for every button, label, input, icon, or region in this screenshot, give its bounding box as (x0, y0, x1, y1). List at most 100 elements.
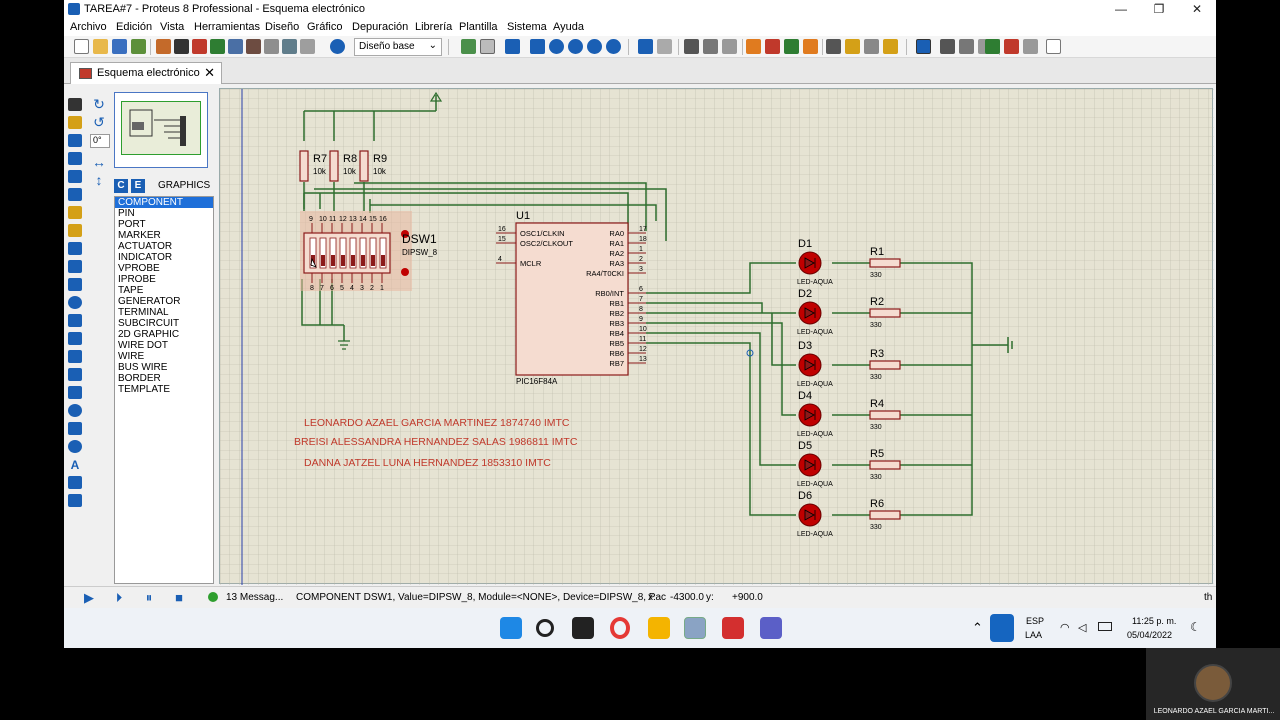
block-delete-icon[interactable] (803, 39, 818, 54)
mode-item-tape[interactable]: TAPE (118, 285, 144, 296)
battery-icon[interactable] (1098, 622, 1112, 631)
gerber-icon[interactable] (210, 39, 225, 54)
source-code-icon[interactable] (264, 39, 279, 54)
save-icon[interactable] (112, 39, 127, 54)
arc-icon[interactable] (68, 422, 82, 435)
mode-item-generator[interactable]: GENERATOR (118, 296, 181, 307)
schematic-icon[interactable] (174, 39, 189, 54)
close-button[interactable]: ✕ (1191, 2, 1203, 16)
circle-icon[interactable] (68, 404, 82, 417)
menu-depuracion[interactable]: Depuración (352, 21, 409, 33)
wire-label-icon[interactable] (68, 152, 82, 165)
property-tool-icon[interactable] (959, 39, 974, 54)
opera-icon[interactable] (610, 617, 630, 639)
close-icon[interactable]: ✕ (204, 65, 215, 80)
marker-icon[interactable] (68, 494, 82, 507)
layer-select[interactable]: Diseño base ⌄ (354, 38, 442, 56)
wire-autorouter-icon[interactable] (916, 39, 931, 54)
bus-icon[interactable] (68, 188, 82, 201)
mode-item-marker[interactable]: MARKER (118, 230, 161, 241)
decompose-icon[interactable] (883, 39, 898, 54)
mode-item-template[interactable]: TEMPLATE (118, 384, 171, 395)
device-pin-icon[interactable] (68, 242, 82, 255)
mode-item-wire-dot[interactable]: WIRE DOT (118, 340, 168, 351)
mode-item-port[interactable]: PORT (118, 219, 146, 230)
zoom-area-icon[interactable] (606, 39, 621, 54)
block-rotate-icon[interactable] (784, 39, 799, 54)
mode-item-subcircuit[interactable]: SUBCIRCUIT (118, 318, 180, 329)
menu-libreria[interactable]: Librería (415, 21, 453, 33)
text-script-icon[interactable] (68, 170, 82, 183)
start-icon[interactable] (500, 617, 522, 639)
messages-count[interactable]: 13 Messag... (226, 592, 284, 603)
3d-view-icon[interactable] (228, 39, 243, 54)
pdf-reader-icon[interactable] (722, 617, 744, 639)
proteus-taskbar-icon[interactable] (684, 617, 706, 639)
current-probe-icon[interactable] (68, 332, 82, 345)
make-device-icon[interactable] (845, 39, 860, 54)
menu-edicion[interactable]: Edición (116, 21, 153, 33)
packaging-tool-icon[interactable] (864, 39, 879, 54)
mode-item-terminal[interactable]: TERMINAL (118, 307, 169, 318)
overview-window[interactable] (114, 92, 208, 168)
component-mode-icon[interactable] (68, 116, 82, 129)
voltage-probe-icon[interactable] (68, 314, 82, 327)
mode-item-bus-wire[interactable]: BUS WIRE (118, 362, 168, 373)
pick-devices-button[interactable]: C (114, 179, 128, 193)
rotate-cw-icon[interactable]: ↻ (93, 96, 105, 112)
mode-item-vprobe[interactable]: VPROBE (118, 263, 160, 274)
graph-icon[interactable] (68, 260, 82, 273)
netlist-icon[interactable] (1046, 39, 1061, 54)
file-explorer-icon[interactable] (648, 617, 670, 639)
mode-item-iprobe[interactable]: IPROBE (118, 274, 156, 285)
play-icon[interactable]: ▶ (84, 590, 94, 605)
grid-icon[interactable] (480, 39, 495, 54)
lang-top[interactable]: ESP (1026, 616, 1045, 626)
zoom-all-icon[interactable] (587, 39, 602, 54)
block-move-icon[interactable] (765, 39, 780, 54)
mode-item-component[interactable]: COMPONENT (115, 197, 213, 208)
path-icon[interactable] (68, 440, 82, 453)
pause-icon[interactable]: ⏸ (145, 590, 153, 605)
mode-item-border[interactable]: BORDER (118, 373, 161, 384)
wifi-icon[interactable]: ◠ (1060, 622, 1070, 634)
maximize-button[interactable]: ❐ (1153, 2, 1165, 16)
menu-ayuda[interactable]: Ayuda (553, 21, 584, 33)
menu-grafico[interactable]: Gráfico (307, 21, 343, 33)
microphone-icon[interactable] (990, 614, 1014, 642)
menu-vista[interactable]: Vista (160, 21, 185, 33)
pcb-icon[interactable] (192, 39, 207, 54)
zoom-in-icon[interactable] (549, 39, 564, 54)
clock-date[interactable]: 05/04/2022 (1127, 630, 1173, 640)
pick-device-icon[interactable] (826, 39, 841, 54)
origin-icon[interactable] (505, 39, 520, 54)
edit-library-button[interactable]: E (131, 179, 145, 193)
block-copy-icon[interactable] (746, 39, 761, 54)
new-sheet-icon[interactable] (985, 39, 1000, 54)
open-folder-icon[interactable] (93, 39, 108, 54)
mode-item-2d-graphic[interactable]: 2D GRAPHIC (118, 329, 180, 340)
tab-esquema-electronico[interactable]: Esquema electrónico ✕ (70, 62, 222, 84)
volume-icon[interactable]: ◁ (1078, 622, 1087, 634)
new-file-icon[interactable] (74, 39, 89, 54)
search-tag-icon[interactable] (940, 39, 955, 54)
step-icon[interactable]: ⏵ (115, 590, 123, 605)
copy-icon[interactable] (703, 39, 718, 54)
bom-icon[interactable] (246, 39, 261, 54)
menu-archivo[interactable]: Archivo (70, 21, 107, 33)
selection-mode-icon[interactable] (68, 98, 82, 111)
mode-item-pin[interactable]: PIN (118, 208, 135, 219)
menu-diseno[interactable]: Diseño (265, 21, 300, 33)
junction-dot-icon[interactable] (68, 134, 82, 147)
pan-icon[interactable] (530, 39, 545, 54)
import-icon[interactable] (131, 39, 146, 54)
notifications-icon[interactable]: ☾ (1190, 620, 1201, 634)
subcircuit-icon[interactable] (68, 206, 82, 219)
angle-field[interactable]: 0° (90, 134, 110, 148)
menu-plantilla[interactable]: Plantilla (459, 21, 498, 33)
mirror-horizontal-icon[interactable]: ↔ (92, 154, 106, 170)
mode-item-wire[interactable]: WIRE (118, 351, 145, 362)
menu-herramientas[interactable]: Herramientas (194, 21, 261, 33)
tape-recorder-icon[interactable] (68, 278, 82, 291)
